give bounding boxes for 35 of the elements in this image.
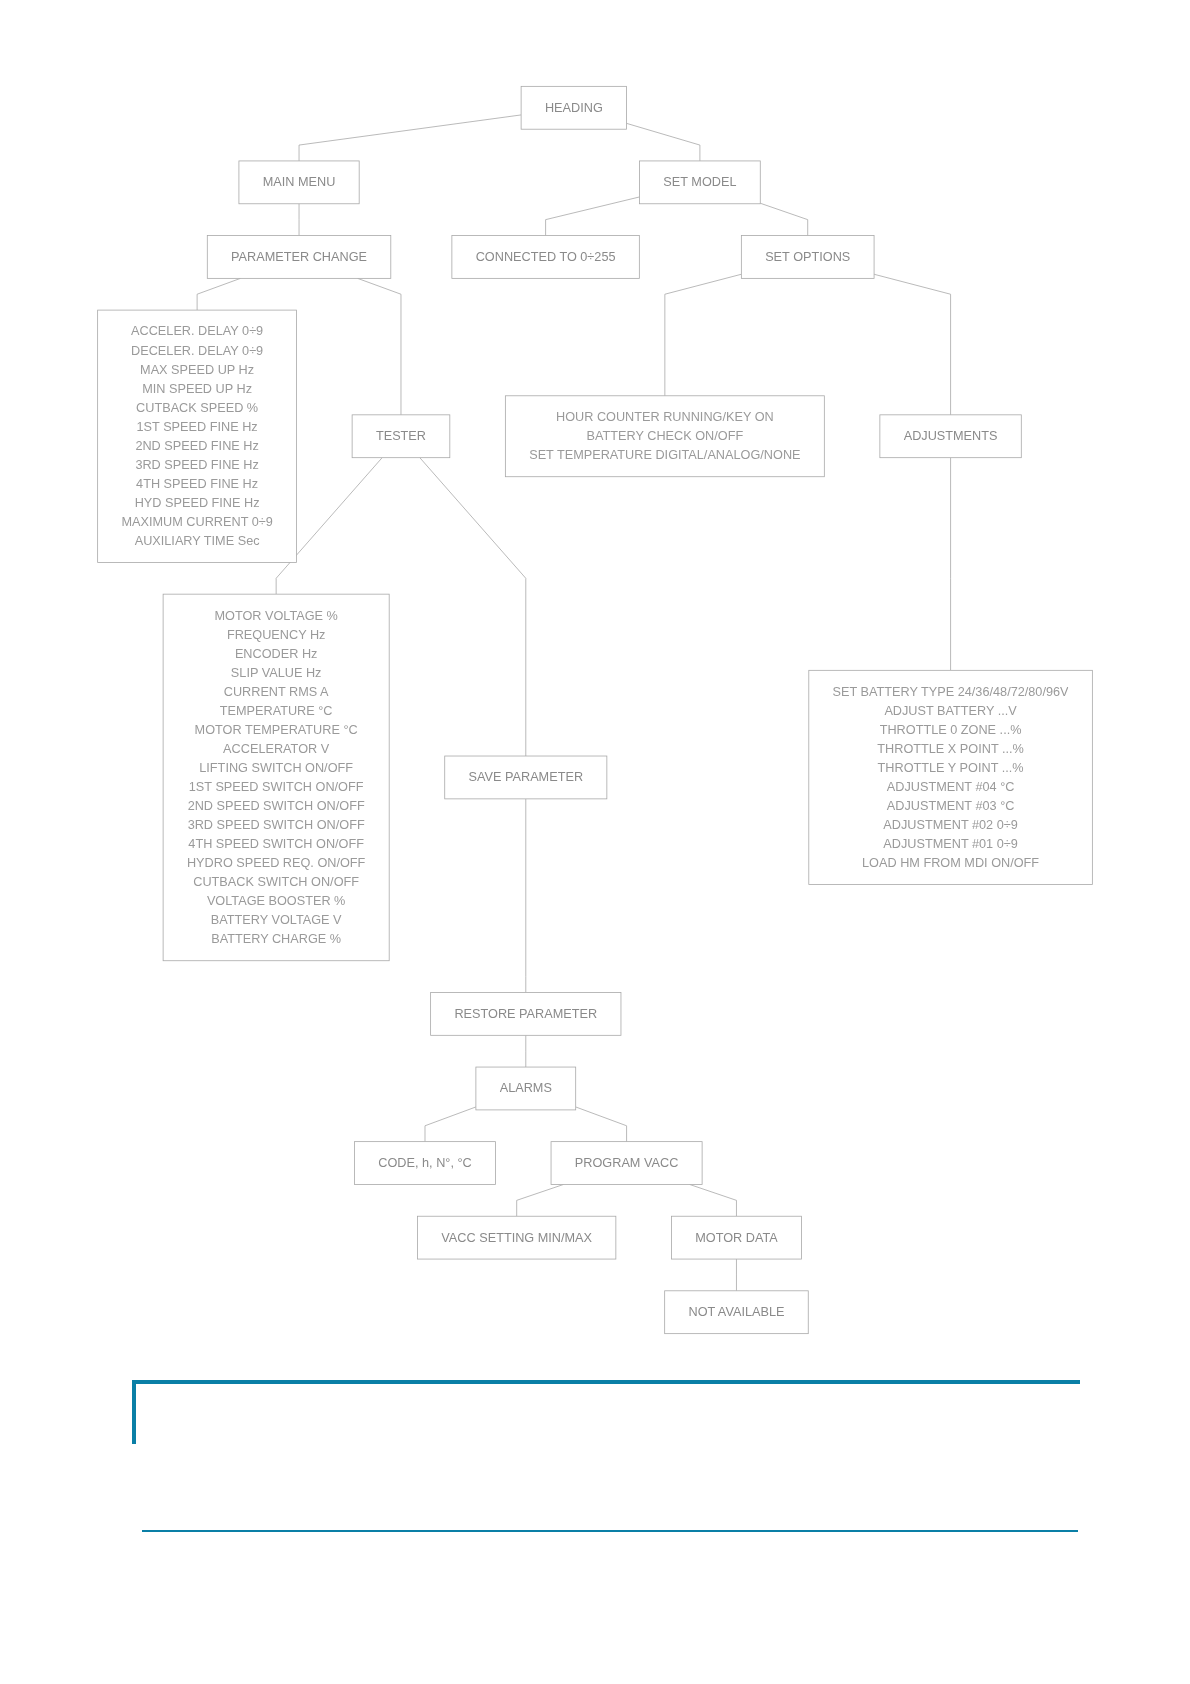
connector <box>298 114 522 162</box>
connector <box>525 1034 527 1068</box>
node-box: SAVE PARAMETER <box>444 755 608 800</box>
connector <box>419 457 527 757</box>
connector <box>275 457 383 595</box>
connector <box>626 122 701 162</box>
node-box: HOUR COUNTER RUNNING/KEY ON BATTERY CHECK ON/OFF SET TEMPERATURE DIGITAL/ANALOG/NONE <box>504 395 825 478</box>
node-box: MAIN MENU <box>238 160 360 205</box>
node-box: SET MODEL <box>639 160 761 205</box>
node-box: VACC SETTING MIN/MAX <box>417 1215 617 1260</box>
node-box: ACCELER. DELAY 0÷9 DECELER. DELAY 0÷9 MAX SPEED UP Hz MIN SPEED UP Hz CUTBACK SPEED % 1ST SPEED FINE Hz 2ND SPEED FINE Hz 3RD SPEED FINE Hz 4TH SPEED FINE Hz HYD SPEED FINE Hz MAXIMUM CURRENT 0÷9 AUXILIARY TIME Sec <box>97 309 297 563</box>
node-box: MOTOR VOLTAGE % FREQUENCY Hz ENCODER Hz SLIP VALUE Hz CURRENT RMS A TEMPERATURE °C MOTOR TEMPERATURE °C ACCELERATOR V LIFTING SWITCH ON/OFF 1ST SPEED SWITCH ON/OFF 2ND SPEED SWITCH ON/OFF 3RD SPEED SWITCH ON/OFF 4TH SPEED SWITCH ON/OFF HYDRO SPEED REQ. ON/OFF CUTBACK SWITCH ON/OFF VOLTAGE BOOSTER % BATTERY VOLTAGE V BATTERY CHARGE % <box>162 593 390 962</box>
node-box: ADJUSTMENTS <box>879 414 1022 459</box>
connector <box>759 202 809 236</box>
node-box: MOTOR DATA <box>671 1215 802 1260</box>
node-box: RESTORE PARAMETER <box>430 992 622 1036</box>
node-box: PARAMETER CHANGE <box>206 235 392 279</box>
connector <box>424 1106 477 1143</box>
connector <box>575 1106 627 1143</box>
node-box: TESTER <box>351 414 451 459</box>
node-box: HEADING <box>520 85 627 130</box>
node-box: NOT AVAILABLE <box>664 1290 809 1335</box>
node-box: SET BATTERY TYPE 24/36/48/72/80/96V ADJUST BATTERY ...V THROTTLE 0 ZONE ...% THROTTLE X POINT ...% THROTTLE Y POINT ...% ADJUSTMENT #04 °C ADJUSTMENT #03 °C ADJUSTMENT #02 0÷9 ADJUSTMENT #01 0÷9 LOAD HM FROM MDI ON/OFF <box>808 669 1093 885</box>
connector <box>545 196 640 236</box>
connector <box>950 457 951 671</box>
connector <box>525 798 527 993</box>
node-box: ALARMS <box>475 1066 577 1111</box>
node-box: CONNECTED TO 0÷255 <box>451 235 640 279</box>
node-box: CODE, h, N°, °C <box>354 1141 496 1185</box>
connector <box>298 203 300 236</box>
connector <box>873 273 951 416</box>
node-box: SET OPTIONS <box>740 235 875 279</box>
connector <box>736 1258 737 1292</box>
connector <box>664 273 742 397</box>
node-box: PROGRAM VACC <box>550 1141 703 1185</box>
